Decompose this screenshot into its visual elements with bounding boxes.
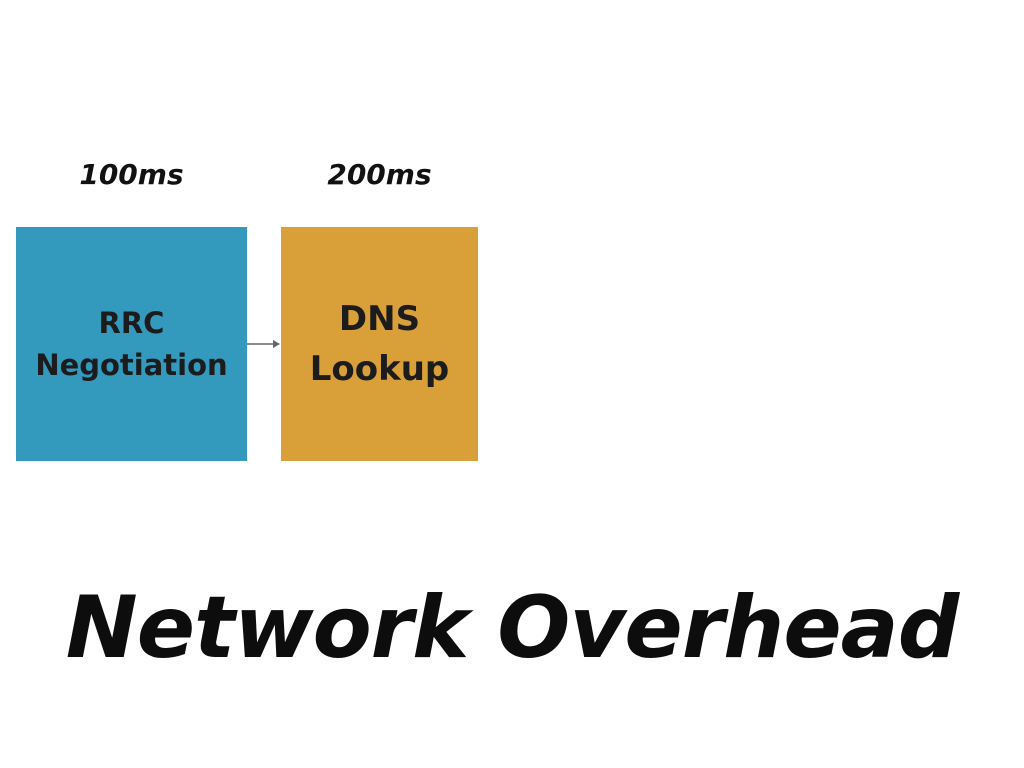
dns-duration-label: 200ms [327,158,432,191]
rrc-negotiation-label: RRC Negotiation [35,306,228,382]
arrow-icon [247,340,280,348]
rrc-duration-label: 100ms [79,158,184,191]
arrow-head [273,340,280,348]
rrc-negotiation-box: RRC Negotiation [16,227,247,461]
dns-lookup-label: DNS Lookup [309,299,450,389]
slide-title: Network Overhead [65,578,960,678]
dns-lookup-box: DNS Lookup [281,227,478,461]
